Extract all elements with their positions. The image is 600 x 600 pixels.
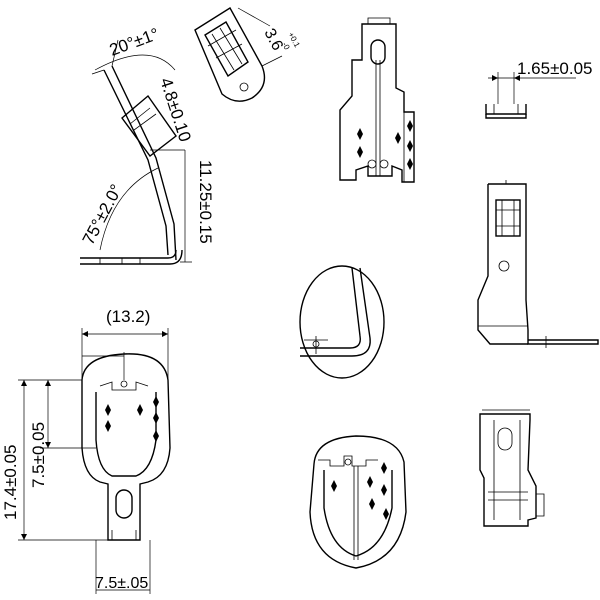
bent-side-view <box>80 39 192 265</box>
overall-width-label: (13.2) <box>106 307 150 326</box>
main-front-view <box>18 328 171 594</box>
arm-height-label: 11.25±0.15 <box>196 160 215 244</box>
overall-height-label: 17.4±0.05 <box>1 444 20 520</box>
side-profile-view <box>477 180 599 348</box>
inner-height-label: 7.5±0.05 <box>29 422 48 488</box>
front-view <box>339 17 415 183</box>
bend-angle-label: 20°±1° <box>107 24 162 59</box>
rear-view <box>309 435 407 569</box>
lower-side-view <box>479 409 545 527</box>
thickness-label: 1.65±0.05 <box>517 59 593 78</box>
detail-circle-view <box>299 265 385 379</box>
terminal-width-label: 7.5±.05 <box>95 575 148 592</box>
tab-detail-view <box>194 7 283 102</box>
tab-width-label: 3.6 <box>260 26 285 54</box>
tab-offset-label: 4.8±0.10 <box>156 75 194 144</box>
thickness-view <box>485 72 576 119</box>
tab-width-tol-lower: -0 <box>280 41 292 52</box>
lower-angle-label: 75°±2.0° <box>79 181 127 248</box>
